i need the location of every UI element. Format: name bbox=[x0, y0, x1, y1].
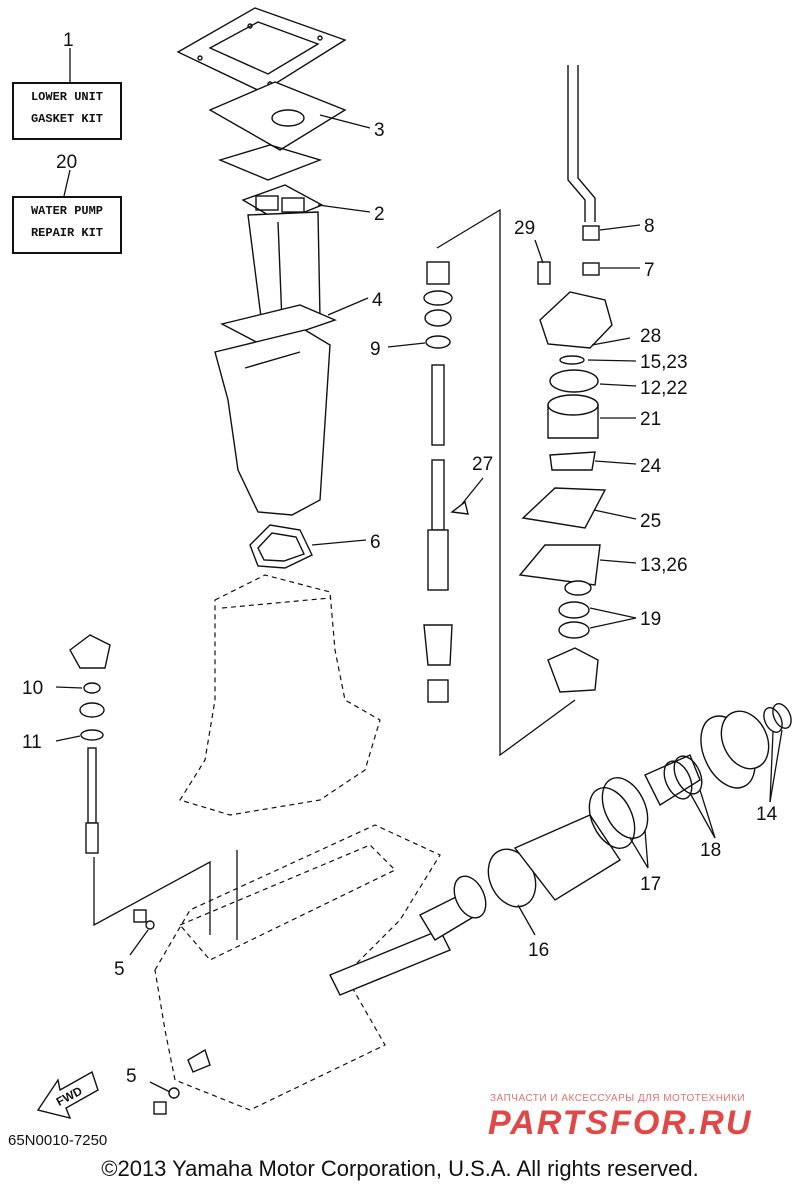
seal-6 bbox=[249, 524, 313, 569]
callout-labels: 1 20 3 2 4 6 8 7 29 9 28 15,23 12,22 21 … bbox=[22, 30, 778, 1087]
leader-lines bbox=[55, 48, 783, 1093]
key-27 bbox=[450, 500, 469, 515]
kit-line-1: LOWER UNIT bbox=[30, 90, 103, 104]
callout-27: 27 bbox=[472, 454, 493, 475]
callout-14: 14 bbox=[756, 804, 778, 825]
callout-6: 6 bbox=[370, 532, 381, 553]
callout-17: 17 bbox=[640, 874, 661, 895]
exhaust-guide bbox=[247, 211, 321, 326]
callout-5-lower: 5 bbox=[126, 1066, 137, 1087]
drain-plugs bbox=[133, 909, 180, 1115]
callout-1: 1 bbox=[63, 30, 74, 51]
shift-rod bbox=[69, 634, 111, 854]
callout-8: 8 bbox=[644, 216, 655, 237]
callout-7: 7 bbox=[644, 260, 655, 281]
watermark-tagline: ЗАПЧАСТИ И АКСЕССУАРЫ ДЛЯ МОТОТЕХНИКИ bbox=[490, 1093, 746, 1104]
kit-line-2: GASKET KIT bbox=[30, 112, 103, 126]
fwd-arrow-icon: FWD bbox=[36, 1070, 99, 1120]
watermark-logo: PARTSFOR.RU bbox=[488, 1104, 753, 1142]
water-tube bbox=[567, 65, 596, 222]
lower-unit-gasket-kit-box: LOWER UNIT GASKET KIT bbox=[12, 82, 122, 140]
callout-19: 19 bbox=[640, 609, 661, 630]
gasket-3 bbox=[208, 81, 347, 181]
anode-plate bbox=[187, 1048, 211, 1073]
callout-29: 29 bbox=[514, 218, 535, 239]
callout-24: 24 bbox=[640, 456, 662, 477]
upper-gasket-top bbox=[176, 7, 347, 93]
callout-18: 18 bbox=[700, 840, 721, 861]
callout-5-upper: 5 bbox=[114, 959, 125, 980]
drawing-code: 65N0010-7250 bbox=[8, 1132, 108, 1149]
callout-13-26: 13,26 bbox=[640, 555, 688, 576]
exhaust-manifold bbox=[214, 329, 331, 516]
kit-line-1: WATER PUMP bbox=[30, 204, 103, 218]
callout-2: 2 bbox=[374, 204, 385, 225]
gasket-4 bbox=[220, 304, 337, 346]
callout-28: 28 bbox=[640, 326, 661, 347]
routing-lines bbox=[93, 208, 576, 940]
callout-11: 11 bbox=[22, 732, 42, 753]
callout-21: 21 bbox=[640, 409, 661, 430]
drive-shaft bbox=[423, 261, 453, 703]
callout-16: 16 bbox=[528, 940, 549, 961]
water-pump-housing bbox=[518, 225, 613, 693]
propeller-shaft bbox=[329, 703, 792, 996]
kit-line-2: REPAIR KIT bbox=[30, 226, 103, 240]
callout-9: 9 bbox=[370, 339, 381, 360]
water-pump-repair-kit-box: WATER PUMP REPAIR KIT bbox=[12, 196, 122, 254]
callout-20: 20 bbox=[56, 152, 77, 173]
copyright-notice: ©2013 Yamaha Motor Corporation, U.S.A. A… bbox=[101, 1156, 699, 1181]
drive-shaft-housing bbox=[179, 574, 381, 816]
callout-25: 25 bbox=[640, 511, 661, 532]
callout-15-23: 15,23 bbox=[640, 352, 688, 373]
callout-12-22: 12,22 bbox=[640, 378, 688, 399]
callout-4: 4 bbox=[372, 290, 383, 311]
callout-10: 10 bbox=[22, 678, 43, 699]
callout-3: 3 bbox=[374, 120, 385, 141]
